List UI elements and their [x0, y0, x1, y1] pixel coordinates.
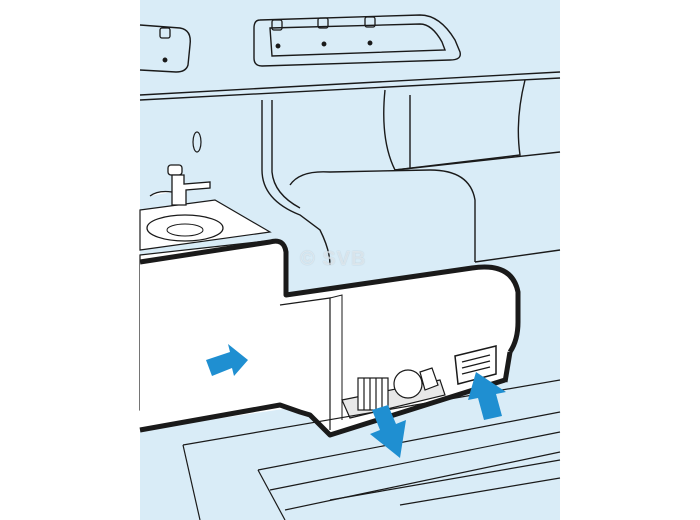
bench-seating: [261, 79, 561, 266]
latch-icon: [364, 16, 376, 28]
arrow-out-icon: [370, 405, 406, 458]
arrow-in-icon: [206, 344, 248, 376]
locker-latches: [159, 16, 376, 63]
sink-icon: [146, 214, 224, 242]
grille-icon: [357, 377, 389, 411]
latch-icon: [159, 27, 171, 39]
latch-icon: [271, 19, 283, 31]
latch-icon: [317, 17, 329, 29]
watermark-logo: © SVB: [300, 248, 367, 270]
faucet-icon: [149, 164, 211, 206]
heater-unit: [341, 345, 497, 419]
arrow-up-icon: [468, 372, 506, 420]
overhead-lockers: [139, 14, 561, 101]
